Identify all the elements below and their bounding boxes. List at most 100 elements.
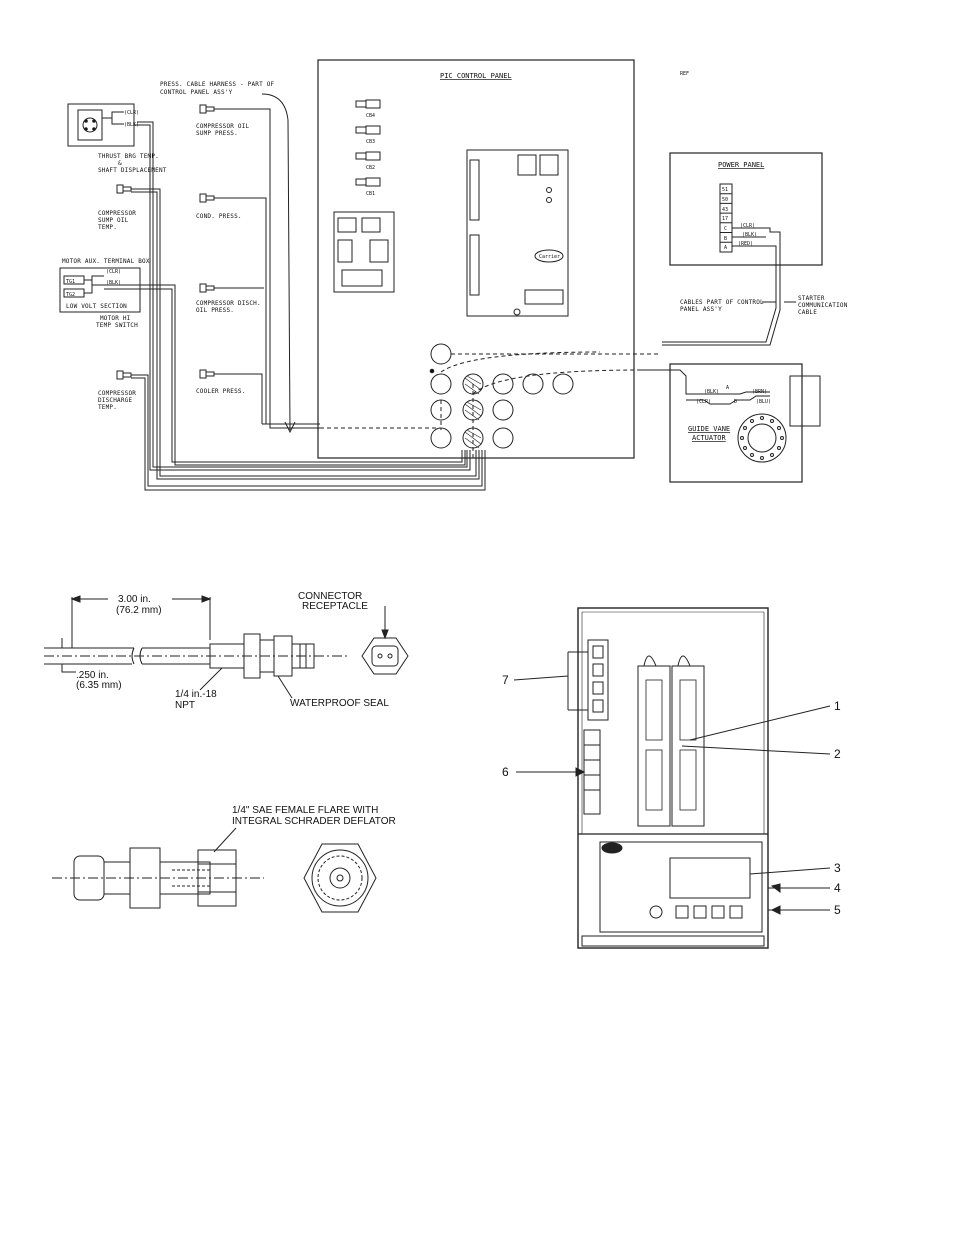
lid-display-unit xyxy=(599,841,763,933)
cables-part-label-2: PANEL ASS'Y xyxy=(680,306,722,313)
diameter-inches: .250 in. xyxy=(76,670,109,681)
length-mm: (76.2 mm) xyxy=(116,605,162,616)
motor-hi-label-2: TEMP SWITCH xyxy=(96,322,138,329)
motor-hi-label-1: MOTOR HI xyxy=(100,315,131,322)
power-wire-clr: (CLR) xyxy=(740,223,755,229)
callout-1-leader xyxy=(689,705,831,741)
circuit-breaker-cb4: CB4 xyxy=(355,99,381,119)
starter-comm-label-3: CABLE xyxy=(798,309,817,316)
callout-4-arrow-icon xyxy=(770,883,781,893)
connector-receptacle-icon xyxy=(361,606,409,675)
harness-arrow-icon xyxy=(284,421,296,434)
power-panel-box xyxy=(669,152,823,266)
terminal-a: A xyxy=(724,245,727,251)
disch-oil-press-label-2: OIL PRESS. xyxy=(196,307,234,314)
discharge-temp-label-3: TEMP. xyxy=(98,404,117,411)
ref-label: REF xyxy=(680,71,689,77)
motor-aux-wire-clr: (CLR) xyxy=(106,269,121,275)
oil-sump-press-label-2: SUMP PRESS. xyxy=(196,130,238,137)
actuator-wire-clr: (CLR) xyxy=(696,399,711,405)
callout-4: 4 xyxy=(834,881,841,895)
callout-7-leader xyxy=(513,651,588,711)
control-panel-illustration: 1 2 3 4 5 6 7 xyxy=(502,607,841,949)
callout-3: 3 xyxy=(834,861,841,875)
npt-label-1: 1/4 in.-18 xyxy=(175,689,217,700)
npt-label-2: NPT xyxy=(175,700,195,711)
discharge-temp-label-1: COMPRESSOR xyxy=(98,390,136,397)
power-wire-red: (RED) xyxy=(738,241,753,247)
tg1-label: TG1 xyxy=(66,279,75,285)
callout-7: 7 xyxy=(502,673,509,687)
flare-fitting-end-view xyxy=(303,843,377,913)
flare-fitting-side-view xyxy=(52,847,264,909)
thrust-wire-clr: (CLR) xyxy=(124,110,139,116)
callout-5: 5 xyxy=(834,903,841,917)
terminal-43: 43 xyxy=(722,207,728,213)
length-extension-lines xyxy=(71,597,211,648)
power-panel-title: POWER PANEL xyxy=(718,161,764,169)
sump-oil-temp-label-3: TEMP. xyxy=(98,224,117,231)
sump-oil-temp-label-1: COMPRESSOR xyxy=(98,210,136,217)
diameter-leader xyxy=(61,638,76,673)
circuit-breaker-cb2: CB2 xyxy=(355,151,381,171)
harness-note-line2: CONTROL PANEL ASS'Y xyxy=(160,89,233,96)
waterproof-leader xyxy=(277,675,293,699)
pic-control-panel-box xyxy=(317,59,635,459)
cooler-press-label: COOLER PRESS. xyxy=(196,388,246,395)
cond-press-sensor xyxy=(199,193,267,424)
carrier-logo: Carrier xyxy=(539,254,560,260)
disch-oil-press-sensor xyxy=(199,283,264,293)
terminal-50: 50 xyxy=(722,197,728,203)
oil-sump-press-sensor xyxy=(199,104,320,429)
callout-6-arrow-icon xyxy=(575,767,586,777)
guide-vane-label-1: GUIDE VANE xyxy=(688,425,730,433)
transducer-fittings xyxy=(209,633,315,679)
sump-oil-temp-label-2: SUMP OIL xyxy=(98,217,129,224)
lid-screen xyxy=(669,857,751,899)
npt-leader xyxy=(199,667,223,691)
panel-enclosure xyxy=(577,607,769,949)
relay-board xyxy=(333,211,395,293)
tube-body xyxy=(44,647,210,665)
actuator-wire-brn: (BRN) xyxy=(752,389,767,395)
pressure-transducer-drawing: 3.00 in. (76.2 mm) .250 in. (6.35 mm) 1/… xyxy=(44,591,409,913)
dimension-arrow-icon xyxy=(70,595,212,603)
oil-sump-press-label-1: COMPRESSOR OIL xyxy=(196,123,250,130)
flare-label-1: 1/4" SAE FEMALE FLARE WITH xyxy=(232,805,378,816)
callout-5-arrow-icon xyxy=(770,905,781,915)
callout-1: 1 xyxy=(834,699,841,713)
circuit-breaker-cb3: CB3 xyxy=(355,125,381,145)
terminal-51: 51 xyxy=(722,187,728,193)
pic-control-panel-title: PIC CONTROL PANEL xyxy=(440,72,512,80)
wiring-diagram: REF PIC CONTROL PANEL CB4 CB3 CB2 CB1 xyxy=(59,59,848,491)
length-inches: 3.00 in. xyxy=(118,594,151,605)
cb2-label: CB2 xyxy=(366,165,375,171)
disch-oil-press-label-1: COMPRESSOR DISCH. xyxy=(196,300,261,307)
lid-button-round xyxy=(649,905,663,919)
tube-break-icon xyxy=(131,647,143,665)
flare-label-2: INTEGRAL SCHRADER DEFLATOR xyxy=(232,816,396,827)
power-wire-blk: (BLK) xyxy=(742,232,757,238)
connector-label-2: RECEPTACLE xyxy=(302,601,368,612)
tg2-label: TG2 xyxy=(66,292,75,298)
starter-comm-label-2: COMMUNICATION xyxy=(798,302,848,309)
actuator-wire-blu: (BLU) xyxy=(756,399,771,405)
lid-softkey-2 xyxy=(693,905,707,919)
cable-grommets xyxy=(429,343,574,449)
lid-softkey-3 xyxy=(711,905,725,919)
circuit-breaker-cb1: CB1 xyxy=(355,177,381,197)
starter-comm-label-1: STARTER xyxy=(798,295,825,302)
internal-cable-routes xyxy=(320,351,660,460)
cb1-label: CB1 xyxy=(366,191,375,197)
thrust-bearing-sensor: (CLR) (BLK) xyxy=(67,103,471,471)
discharge-temp-sensor xyxy=(116,370,486,491)
module-right xyxy=(671,655,705,827)
waterproof-seal-label: WATERPROOF SEAL xyxy=(290,698,389,709)
actuator-wire-a: A xyxy=(726,385,729,391)
callout-3-leader xyxy=(749,867,831,875)
terminal-b: B xyxy=(724,236,727,242)
thrust-label-2: & xyxy=(118,160,122,167)
harness-leader xyxy=(261,93,291,431)
terminal-c: C xyxy=(724,226,727,232)
